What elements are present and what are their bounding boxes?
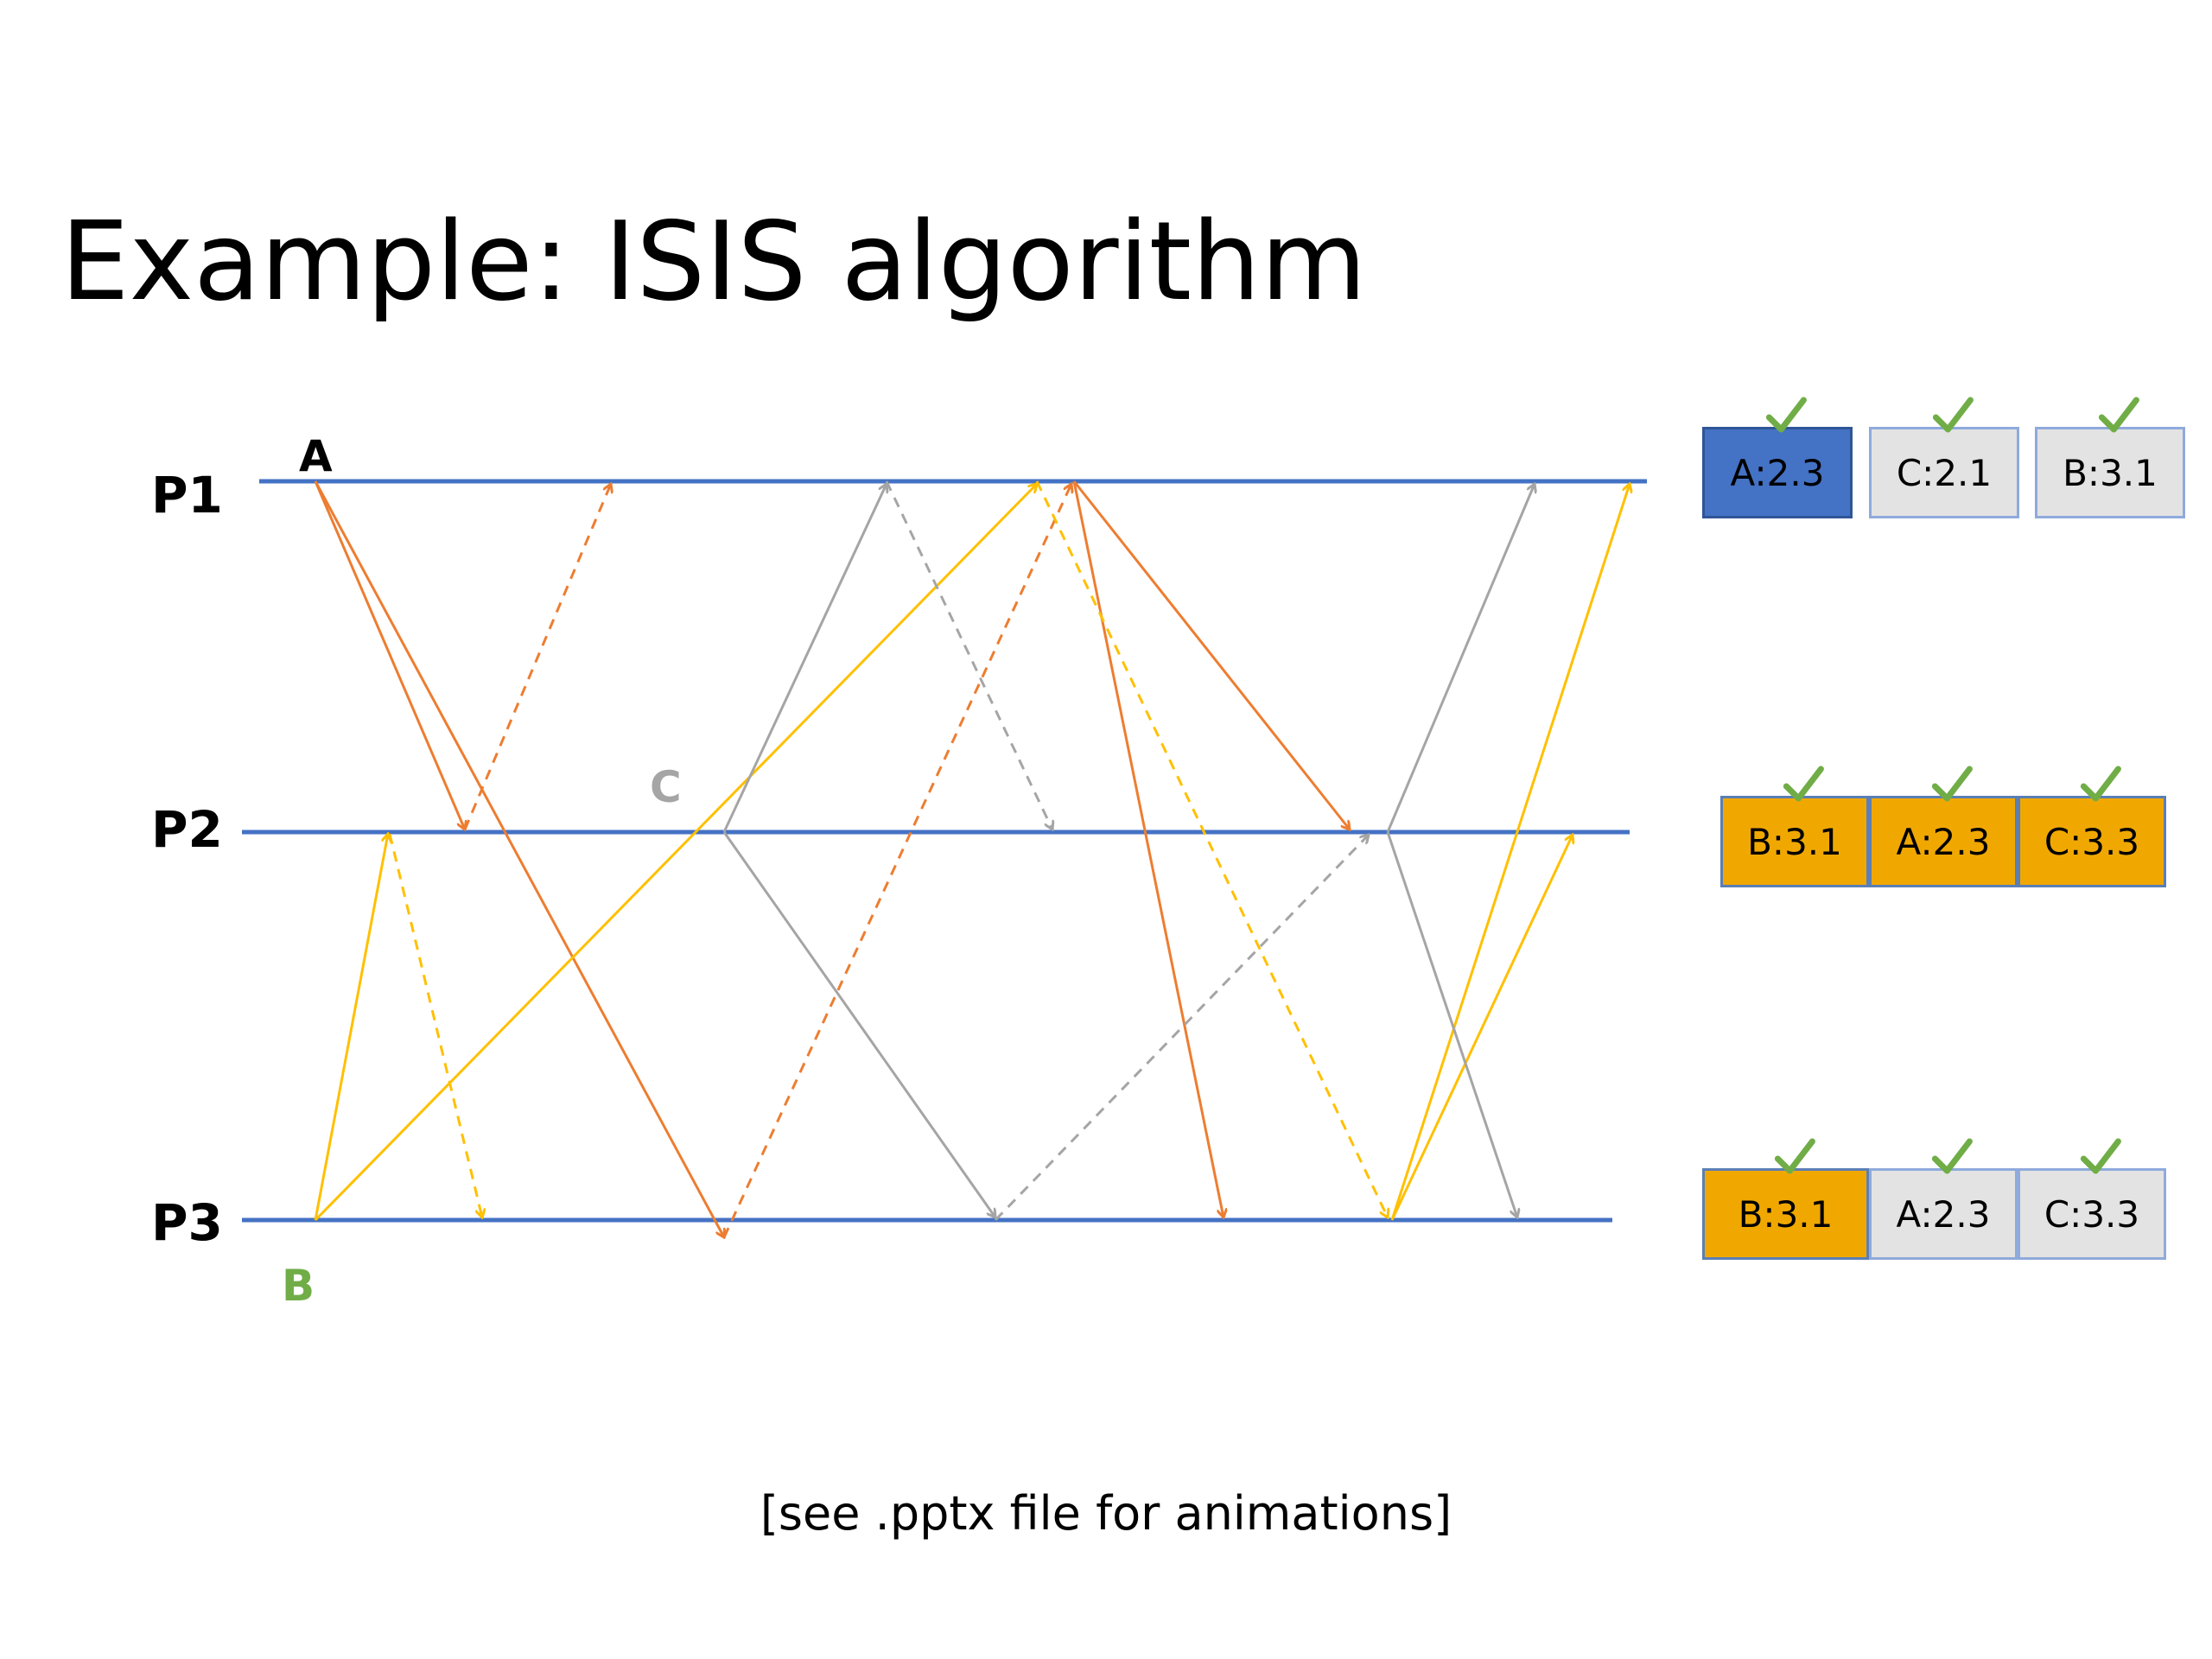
checkmark-icon	[1931, 766, 1973, 802]
checkmark-icon	[2080, 766, 2121, 802]
queue-p2-item-3: C:3.3	[2018, 766, 2166, 887]
message-label-a: A	[299, 431, 333, 481]
queue-p1-item-3: B:3.1	[2035, 397, 2185, 518]
queue-p3-item-2: A:2.3	[1869, 1138, 2018, 1260]
arrow-c-reply-p1-to-p2	[885, 480, 1052, 830]
message-label-b: B	[282, 1261, 315, 1311]
queue-p2-item-1-label: B:3.1	[1747, 820, 1842, 863]
arrow-a-reply-p2-to-p1	[463, 484, 611, 830]
queue-p1-item-1-label: A:2.3	[1730, 451, 1825, 494]
checkmark-icon	[1932, 397, 1974, 433]
queue-p1-item-2-label: C:2.1	[1896, 451, 1993, 494]
queue-p3-item-1: B:3.1	[1702, 1138, 1869, 1260]
arrow-c-final-p2-to-p3	[1386, 831, 1517, 1217]
checkmark-icon	[2098, 397, 2139, 433]
arrow-b-reply-p2-to-p3	[388, 833, 482, 1217]
process-label-p1: P1	[151, 466, 223, 524]
arrow-b-reply-p1-to-p3	[1035, 480, 1388, 1217]
checkmark-icon	[1774, 1138, 1815, 1174]
checkmark-icon	[2080, 1138, 2121, 1174]
queue-p1-item-2: C:2.1	[1869, 397, 2019, 518]
queue-p2-item-3-label: C:3.3	[2044, 820, 2140, 863]
arrow-c-p2-to-p3	[722, 831, 995, 1217]
slide-title: Example: ISIS algorithm	[60, 198, 1367, 325]
arrow-b-p3-to-p2	[314, 834, 388, 1221]
arrow-c-p2-to-p1	[722, 484, 887, 833]
checkmark-icon	[1765, 397, 1807, 433]
arrow-a-reply-p3-to-p1	[722, 484, 1071, 1238]
queue-p3-item-3: C:3.3	[2018, 1138, 2166, 1260]
footnote: [see .pptx file for animations]	[760, 1486, 1452, 1541]
arrow-a-p1-to-p3	[314, 480, 724, 1237]
queue-p3-item-3-label: C:3.3	[2044, 1192, 2140, 1236]
queue-p2-item-1: B:3.1	[1720, 766, 1869, 887]
message-label-c: C	[650, 762, 682, 812]
arrow-a-final-p1-to-p2	[1072, 480, 1350, 830]
arrow-a-p1-to-p2	[314, 480, 465, 830]
checkmark-icon	[1931, 1138, 1973, 1174]
arrow-a-final-p1-to-p3	[1072, 480, 1224, 1217]
arrow-b-final-p3-to-p1	[1390, 484, 1630, 1221]
queue-p1-item-3-label: B:3.1	[2063, 451, 2158, 494]
arrow-b-p3-to-p1	[314, 484, 1037, 1222]
process-label-p2: P2	[151, 800, 223, 859]
queue-p2-item-2-label: A:2.3	[1896, 820, 1991, 863]
checkmark-icon	[1783, 766, 1824, 802]
queue-p1-item-1: A:2.3	[1702, 397, 1853, 518]
queue-p3-item-1-label: B:3.1	[1738, 1192, 1834, 1236]
arrow-c-final-p2-to-p1	[1386, 484, 1535, 833]
process-label-p3: P3	[151, 1193, 223, 1252]
queue-p3-item-2-label: A:2.3	[1896, 1192, 1991, 1236]
arrow-c-reply-p3-to-p2	[994, 835, 1369, 1222]
queue-p2-item-2: A:2.3	[1869, 766, 2018, 887]
arrow-b-final-p3-to-p2	[1390, 835, 1573, 1221]
